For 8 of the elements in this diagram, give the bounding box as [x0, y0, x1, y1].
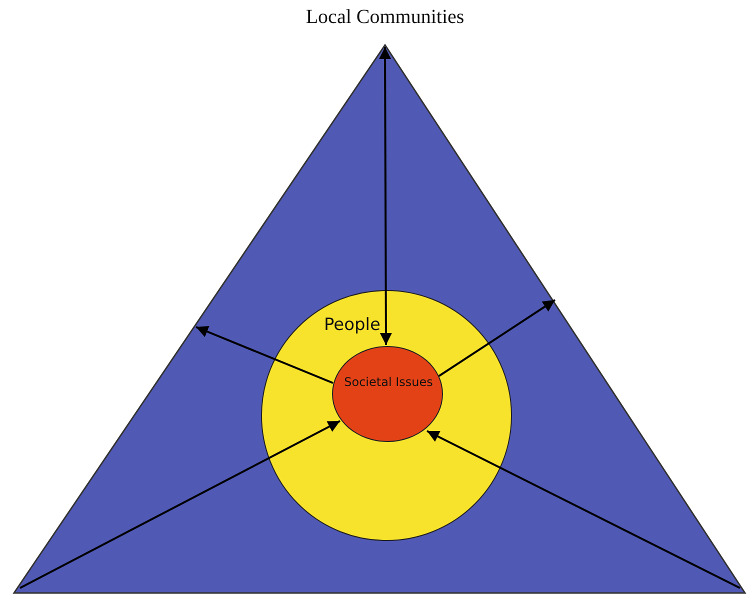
- arrow: [196, 326, 334, 384]
- arrow: [426, 430, 740, 589]
- arrow: [379, 47, 392, 345]
- triangle-heading: Local Communities: [304, 6, 466, 29]
- arrow: [438, 299, 556, 377]
- circle-label: Societal Issues: [343, 374, 434, 391]
- arrow: [20, 420, 340, 589]
- circle-label: People: [324, 315, 382, 335]
